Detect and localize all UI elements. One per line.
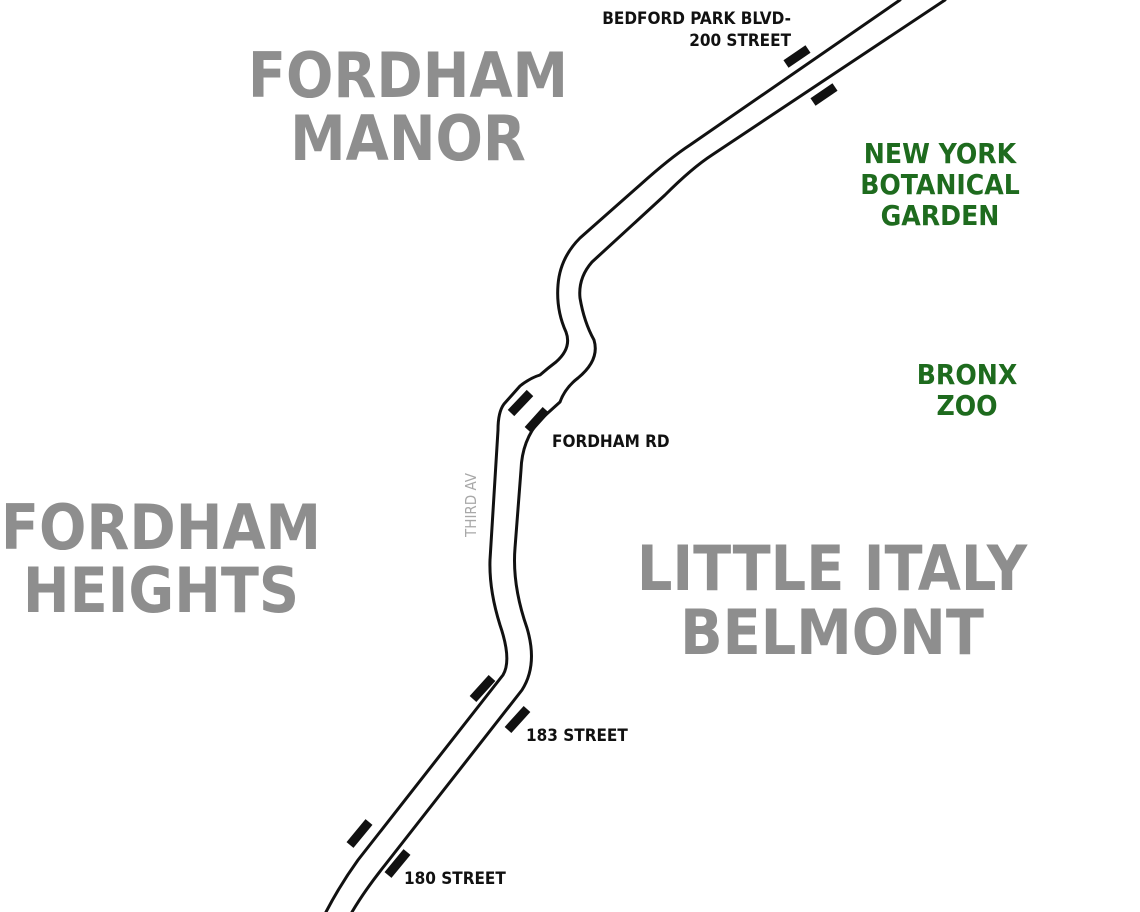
- botanical-line2: BOTANICAL: [860, 168, 1020, 201]
- little-italy-line2: BELMONT: [680, 596, 984, 669]
- platform-fordham-w: [507, 389, 534, 417]
- botanical-line1: NEW YORK: [864, 137, 1018, 170]
- neighborhood-fordham-heights: FORDHAM HEIGHTS: [1, 491, 321, 627]
- station-label-bedford-park: BEDFORD PARK BLVD- 200 STREET: [602, 9, 791, 51]
- station-label-180-street: 180 STREET: [404, 869, 506, 889]
- bronx-zoo-line2: ZOO: [936, 389, 997, 422]
- botanical-line3: GARDEN: [881, 199, 1000, 232]
- platform-bedford-park-e: [810, 83, 838, 106]
- fordham-manor-line1: FORDHAM: [248, 39, 568, 112]
- station-marks: [346, 45, 838, 878]
- little-italy-line1: LITTLE ITALY: [637, 532, 1028, 605]
- fordham-heights-line1: FORDHAM: [1, 491, 321, 564]
- platform-183-w: [469, 674, 496, 703]
- bronx-zoo-line1: BRONX: [917, 358, 1018, 391]
- street-label-third-av: THIRD AV: [462, 472, 480, 538]
- park-bronx-zoo: BRONX ZOO: [917, 358, 1018, 422]
- neighborhood-fordham-manor: FORDHAM MANOR: [248, 39, 568, 175]
- platform-180-e: [384, 849, 411, 878]
- station-label-fordham-rd: FORDHAM RD: [552, 432, 670, 452]
- platform-fordham-e: [524, 406, 550, 434]
- platform-180-w: [346, 819, 373, 848]
- platform-183-e: [504, 705, 531, 734]
- bedford-park-line1: BEDFORD PARK BLVD-: [602, 9, 791, 29]
- park-botanical-garden: NEW YORK BOTANICAL GARDEN: [860, 137, 1020, 232]
- fordham-manor-line2: MANOR: [290, 102, 526, 175]
- bedford-park-line2: 200 STREET: [689, 31, 791, 51]
- track-east: [350, 0, 947, 912]
- fordham-heights-line2: HEIGHTS: [23, 554, 299, 627]
- station-label-183-street: 183 STREET: [526, 726, 628, 746]
- neighborhood-little-italy: LITTLE ITALY BELMONT: [637, 532, 1028, 669]
- track-west: [324, 0, 902, 912]
- rail-lines: [324, 0, 947, 912]
- platform-bedford-park-w: [783, 45, 811, 68]
